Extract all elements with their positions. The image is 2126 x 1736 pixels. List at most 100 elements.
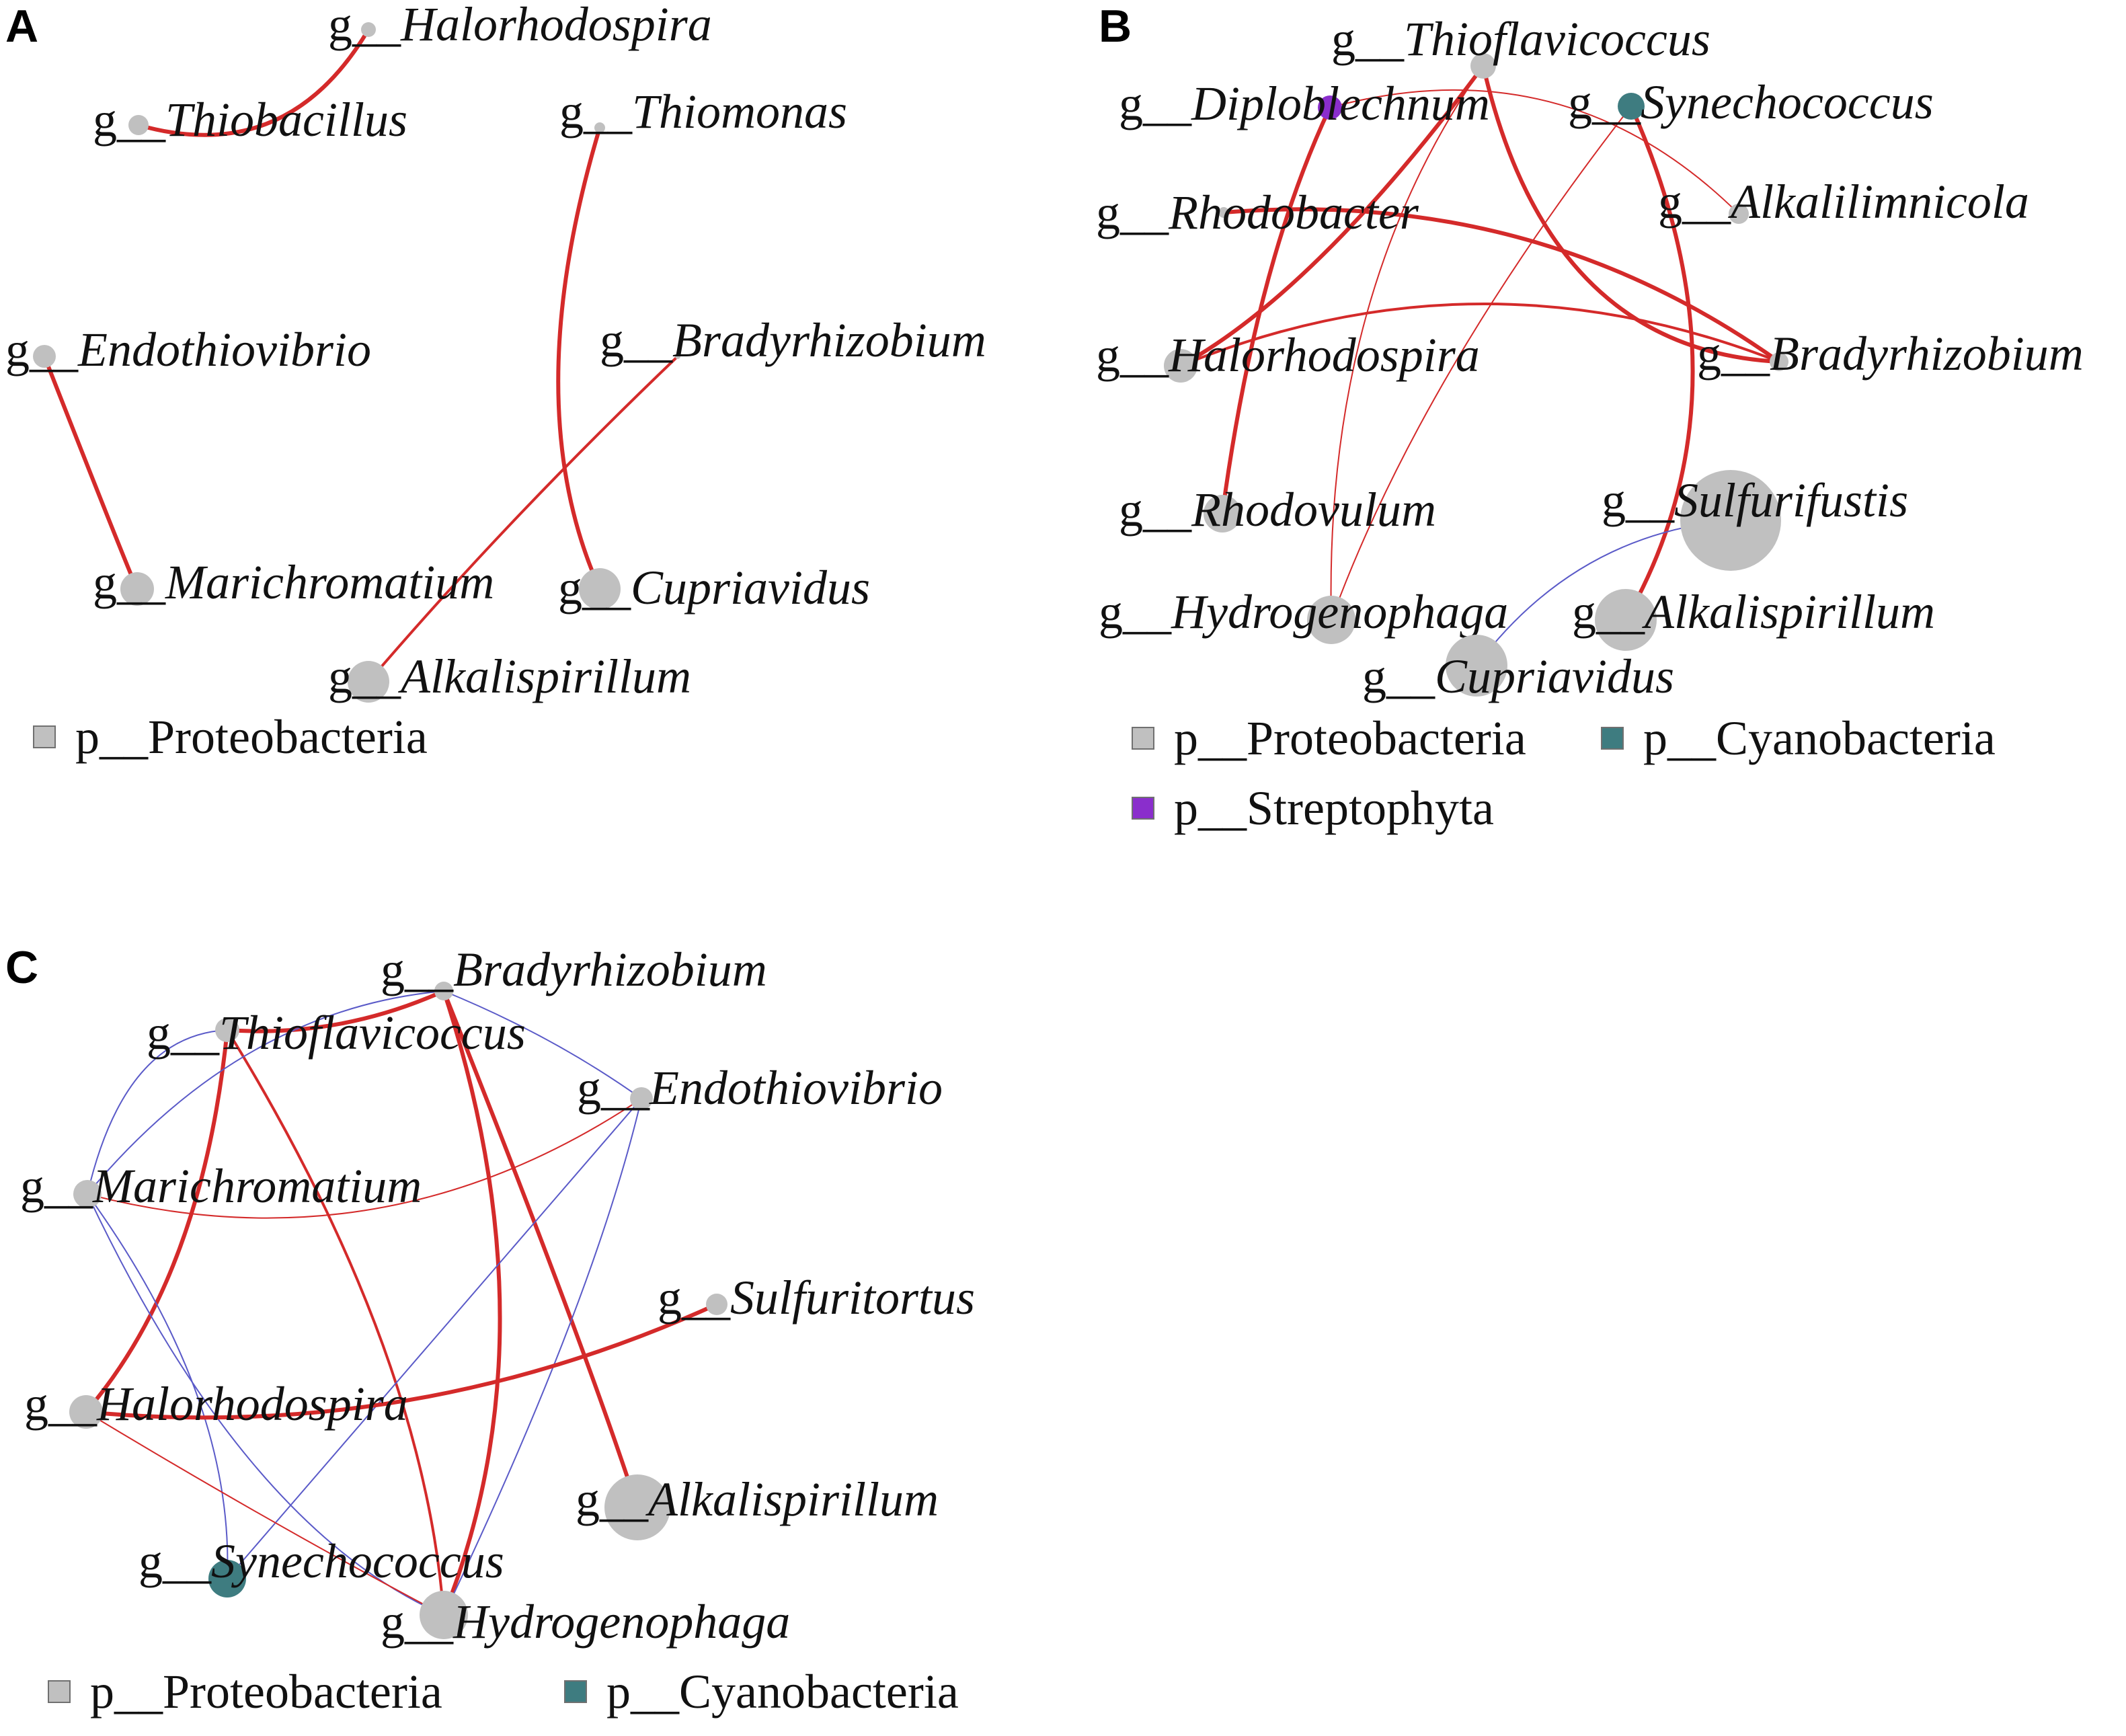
node-label-prefix: g__ [1658, 175, 1731, 229]
panel-letter: C [5, 942, 38, 993]
node-label-prefix: g__ [139, 1534, 212, 1588]
node-label-genus: Thiomonas [632, 85, 847, 139]
node-label-prefix: g__ [658, 1271, 731, 1325]
edge-thioflavicoccus-marichromatium [87, 1029, 228, 1195]
node-label-alkalispirillum: g__Alkalispirillum [1572, 585, 1935, 639]
node-bradyrhizobium[interactable] [1770, 352, 1788, 371]
node-label-genus: Endothiovibrio [77, 323, 371, 377]
node-thiobacillus[interactable] [128, 115, 149, 135]
node-alkalispirillum[interactable] [604, 1474, 670, 1540]
node-label-prefix: g__ [93, 555, 166, 609]
node-halorhodospira[interactable] [1164, 349, 1197, 383]
node-marichromatium[interactable] [120, 572, 154, 606]
legend-label-streptophyta: p__Streptophyta [1174, 781, 1494, 835]
node-label-genus: Thiobacillus [165, 93, 407, 147]
node-label-genus: Synechococcus [1641, 75, 1934, 129]
node-hydrogenophaga[interactable] [1307, 596, 1355, 644]
legend-label-proteobacteria: p__Proteobacteria [75, 710, 428, 764]
node-label-prefix: g__ [147, 1006, 220, 1060]
node-rhodovulum[interactable] [1204, 495, 1241, 532]
node-label-genus: Cupriavidus [631, 561, 870, 615]
node-label-genus: Alkalilimnicola [1728, 175, 2029, 229]
node-rhodobacter[interactable] [1218, 207, 1229, 218]
node-cupriavidus[interactable] [1446, 635, 1507, 697]
edge-bradyrhizobium-alkalispirillum [442, 990, 639, 1508]
node-label-alkalilimnicola: g__Alkalilimnicola [1658, 175, 2029, 229]
node-label-sulfurifustis: g__Sulfurifustis [1602, 473, 1908, 527]
node-synechococcus[interactable] [208, 1560, 246, 1597]
edge-diploblechnum-alkalilimnicola [1329, 89, 1739, 214]
legend-label-proteobacteria: p__Proteobacteria [1174, 711, 1526, 765]
edge-bradyrhizobium-hydrogenophaga [442, 990, 502, 1616]
node-synechococcus[interactable] [1618, 93, 1645, 120]
node-label-marichromatium: g__Marichromatium [20, 1159, 422, 1213]
node-thioflavicoccus[interactable] [215, 1018, 239, 1042]
edge-marichromatium-synechococcus [87, 1193, 229, 1579]
legend-swatch-proteobacteria [48, 1680, 71, 1703]
legend-swatch-cyanobacteria [1601, 727, 1624, 750]
node-bradyrhizobium[interactable] [434, 982, 453, 1000]
node-label-prefix: g__ [20, 1159, 93, 1213]
node-thiomonas[interactable] [594, 122, 605, 133]
node-label-bradyrhizobium: g__Bradyrhizobium [381, 943, 767, 996]
node-cupriavidus[interactable] [579, 568, 621, 610]
node-label-prefix: g__ [1572, 585, 1645, 639]
node-label-genus: Bradyrhizobium [672, 313, 986, 367]
node-label-genus: Halorhodospira [400, 0, 712, 51]
legend-swatch-proteobacteria [33, 725, 56, 748]
node-alkalilimnicola[interactable] [1729, 204, 1749, 224]
node-thioflavicoccus[interactable] [1470, 53, 1496, 79]
node-sulfurifustis[interactable] [1680, 470, 1781, 571]
node-halorhodospira[interactable] [361, 22, 376, 37]
node-label-prefix: g__ [1119, 77, 1192, 130]
node-sulfuritortus[interactable] [706, 1294, 727, 1315]
panel-letter: A [5, 1, 38, 52]
node-label-diploblechnum: g__Diploblechnum [1119, 77, 1490, 130]
node-label-sulfuritortus: g__Sulfuritortus [658, 1271, 975, 1325]
node-label-genus: Diploblechnum [1191, 77, 1490, 130]
node-bradyrhizobium[interactable] [675, 354, 680, 359]
edge-thioflavicoccus-bradyrhizobium [227, 989, 445, 1033]
node-alkalispirillum[interactable] [1595, 589, 1657, 651]
node-halorhodospira[interactable] [69, 1395, 103, 1429]
edge-diploblechnum-rhodovulum [1220, 106, 1332, 514]
edge-endothiovibrio-hydrogenophaga [443, 1098, 642, 1616]
edge-thioflavicoccus-hydrogenophaga [226, 1029, 445, 1616]
node-hydrogenophaga[interactable] [420, 1591, 468, 1639]
edge-bradyrhizobium-marichromatium [87, 990, 444, 1195]
edge-halorhodospira-sulfuritortus [85, 1302, 718, 1420]
node-label-prefix: g__ [381, 943, 454, 996]
node-label-synechococcus: g__Synechococcus [139, 1534, 504, 1588]
node-label-prefix: g__ [1099, 585, 1172, 639]
node-label-bradyrhizobium: g__Bradyrhizobium [600, 313, 986, 367]
node-label-halorhodospira: g__Halorhodospira [328, 0, 712, 51]
legend: p__Proteobacteria [33, 710, 428, 764]
node-label-genus: Thioflavicoccus [219, 1006, 526, 1060]
node-label-prefix: g__ [576, 1472, 649, 1526]
node-label-cupriavidus: g__Cupriavidus [1362, 649, 1674, 703]
edge-thiobacillus-halorhodospira [138, 28, 370, 137]
legend-swatch-streptophyta [1132, 797, 1154, 820]
node-alkalispirillum[interactable] [348, 661, 389, 703]
node-label-thiomonas: g__Thiomonas [559, 85, 847, 139]
edge-thioflavicoccus-halorhodospira [84, 1029, 229, 1413]
node-label-thioflavicoccus: g__Thioflavicoccus [147, 1006, 526, 1060]
node-label-endothiovibrio: g__Endothiovibrio [5, 323, 371, 377]
node-label-prefix: g__ [24, 1377, 97, 1431]
node-label-genus: Bradyrhizobium [1770, 327, 2084, 381]
node-label-alkalispirillum: g__Alkalispirillum [576, 1472, 939, 1526]
node-endothiovibrio[interactable] [630, 1087, 653, 1110]
node-endothiovibrio[interactable] [33, 345, 56, 368]
edge-halorhodospira-bradyrhizobium [1180, 302, 1780, 367]
node-label-hydrogenophaga: g__Hydrogenophaga [1099, 585, 1508, 639]
node-marichromatium[interactable] [73, 1180, 102, 1208]
edge-halorhodospira-hydrogenophaga [85, 1411, 444, 1616]
node-label-endothiovibrio: g__Endothiovibrio [577, 1061, 943, 1115]
node-label-genus: Halorhodospira [1168, 328, 1480, 382]
node-diploblechnum[interactable] [1318, 95, 1342, 120]
node-label-rhodobacter: g__Rhodobacter [1096, 186, 1419, 239]
edge-thiomonas-cupriavidus [556, 127, 602, 590]
